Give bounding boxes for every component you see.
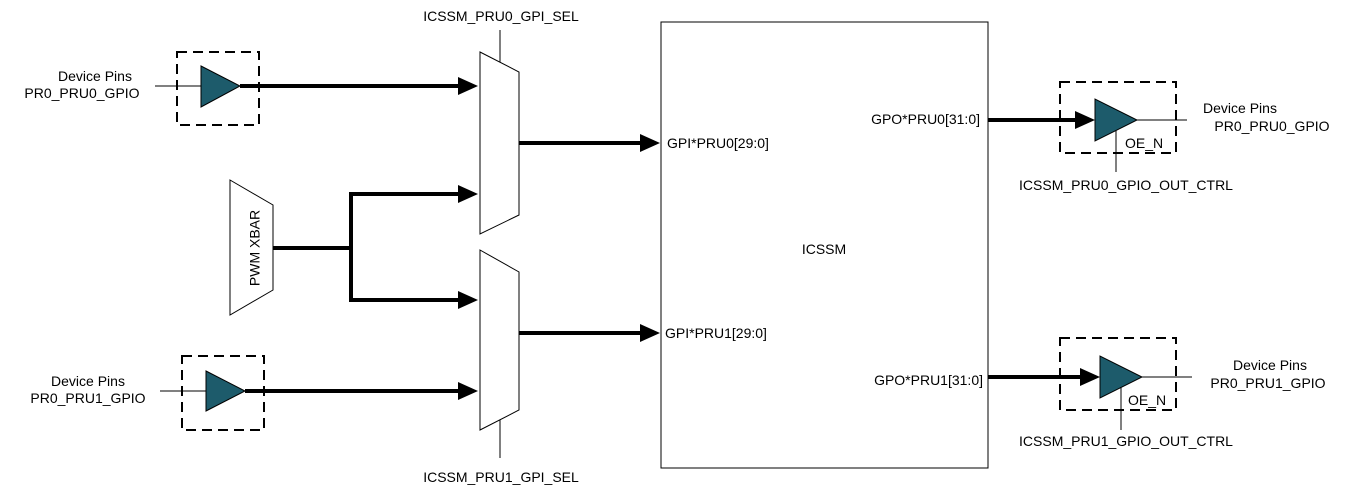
out-ctrl1-label: ICSSM_PRU1_GPIO_OUT_CTRL <box>1019 433 1233 449</box>
output-buffer-pru0-box <box>1059 81 1177 154</box>
output-buffer-pru1-box <box>1059 337 1177 411</box>
output-buffer-pru0-group: OE_N <box>1059 81 1187 172</box>
input-buffer-pru1-icon <box>205 370 247 412</box>
mux1-sel-text: ICSSM_PRU1_GPI_SEL <box>423 469 579 485</box>
oe-bot-label: OE_N <box>1128 392 1166 408</box>
arrow-mux1-pwm-input <box>458 291 478 309</box>
right-bot-signal-label: PR0_PRU1_GPIO <box>1210 375 1325 391</box>
arrow-gpi1 <box>640 324 660 342</box>
out-ctrl0-label: ICSSM_PRU0_GPIO_OUT_CTRL <box>1019 177 1233 193</box>
gpi1-port-label: GPI*PRU1[29:0] <box>665 325 767 341</box>
mux0-sel-text: ICSSM_PRU0_GPI_SEL <box>423 8 579 24</box>
left-top-pins-label: Device Pins <box>58 68 132 84</box>
input-buffer-pru0-group: Device Pins PR0_PRU0_GPIO <box>24 51 260 126</box>
arrow-mux0-pwm-input <box>458 185 478 203</box>
arrow-gpi0 <box>640 134 660 152</box>
right-top-signal-label: PR0_PRU0_GPIO <box>1214 118 1329 134</box>
pwm-xbar-shape <box>229 179 274 316</box>
pwm-xbar-label: PWM XBAR <box>247 210 263 286</box>
mux0-shape <box>479 51 520 235</box>
right-bot-pins-label: Device Pins <box>1233 357 1307 373</box>
gpo0-port-label: GPO*PRU0[31:0] <box>871 111 980 127</box>
left-top-signal-label: PR0_PRU0_GPIO <box>24 85 139 101</box>
oe-top-label: OE_N <box>1125 135 1163 151</box>
arrow-gpo0-buffer <box>1075 111 1095 129</box>
icssm-core-label: ICSSM <box>802 241 846 257</box>
left-bot-signal-label: PR0_PRU1_GPIO <box>30 390 145 406</box>
left-bot-pins-label: Device Pins <box>51 373 125 389</box>
input-buffer-pru1-group: Device Pins PR0_PRU1_GPIO <box>30 355 265 431</box>
input-buffer-pru0-box <box>176 51 260 126</box>
gpo1-port-label: GPO*PRU1[31:0] <box>874 372 983 388</box>
gpi0-port-label: GPI*PRU0[29:0] <box>667 135 769 151</box>
mux1-shape <box>479 249 520 431</box>
arrow-gpo1-buffer <box>1080 368 1100 386</box>
icssm-core-box <box>660 21 989 469</box>
output-buffer-pru1-group: OE_N <box>1059 337 1192 430</box>
arrow-mux1-bottom-input <box>458 382 478 400</box>
arrow-mux0-top-input <box>458 77 478 95</box>
right-top-pins-label: Device Pins <box>1203 100 1277 116</box>
input-buffer-pru0-icon <box>200 65 242 108</box>
